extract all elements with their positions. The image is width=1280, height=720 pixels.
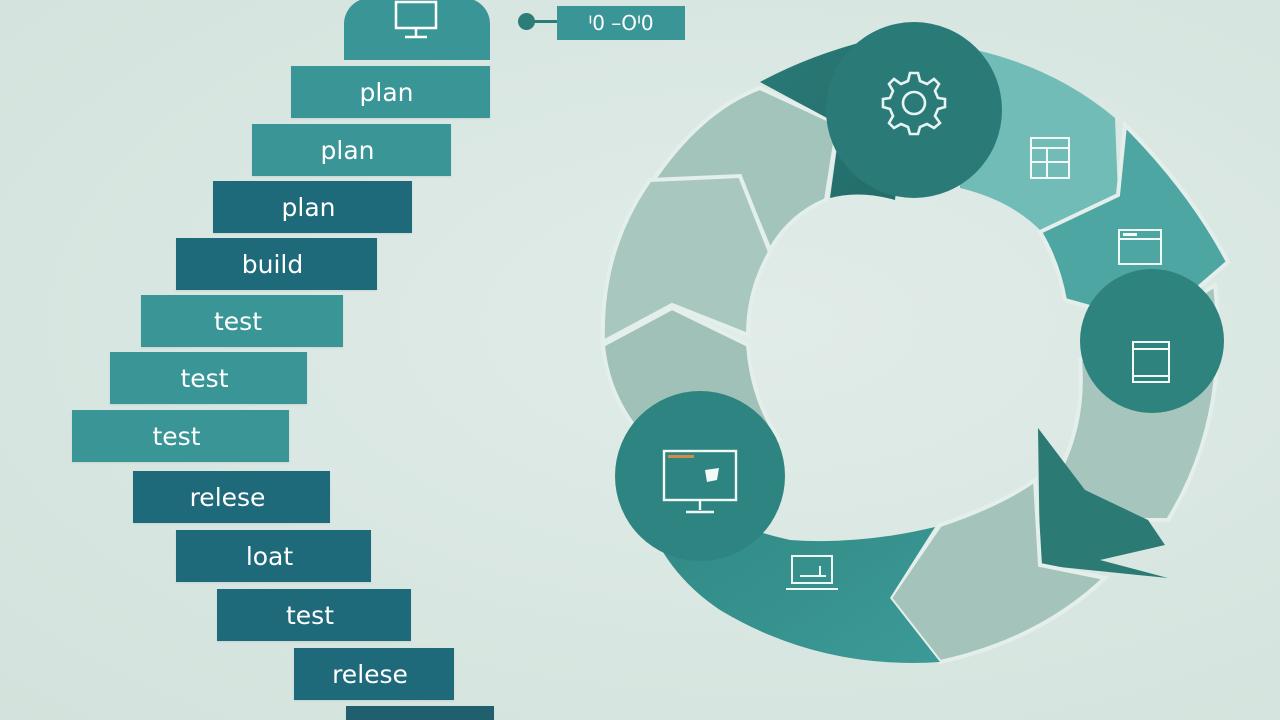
step-5: test — [141, 295, 343, 347]
top-step-tab — [344, 0, 490, 60]
step-11: relese — [294, 648, 454, 700]
step-6: test — [110, 352, 307, 404]
cycle-node-top — [826, 22, 1002, 198]
step-11-label: relese — [332, 659, 408, 689]
cycle-segment-top-left — [646, 85, 841, 255]
cycle-node-bottom-left — [615, 391, 785, 561]
step-1: plan — [291, 66, 490, 118]
step-1-label: plan — [359, 77, 414, 107]
window-grid-icon — [1030, 137, 1070, 179]
monitor-icon-large — [662, 449, 738, 514]
step-4-label: build — [241, 249, 304, 279]
version-label: ᑊ0 –Oᑊ0 — [557, 6, 685, 40]
step-7-label: test — [152, 421, 201, 451]
monitor-icon — [394, 0, 438, 39]
step-5-label: test — [213, 306, 262, 336]
cycle-segment-left — [600, 173, 773, 346]
cycle-segment-bottom — [887, 476, 1110, 665]
connector-line — [527, 20, 559, 23]
laptop-icon — [786, 555, 838, 590]
step-9: loat — [176, 530, 371, 582]
step-10: test — [217, 589, 411, 641]
step-8: relese — [133, 471, 330, 523]
connector-dot — [518, 13, 535, 30]
step-2: plan — [252, 124, 451, 176]
browser-window-icon — [1118, 229, 1162, 265]
step-10-label: test — [285, 600, 334, 630]
step-8-label: relese — [189, 482, 266, 512]
step-3-label: plan — [281, 192, 336, 222]
gear-icon — [881, 71, 947, 136]
step-6-label: test — [180, 363, 229, 393]
cycle-segment-right — [1037, 120, 1231, 328]
tablet-icon — [1132, 341, 1170, 383]
step-7: test — [72, 410, 289, 462]
cycle-segment-bottom-right-arrow — [1038, 428, 1168, 578]
step-3: plan — [213, 181, 412, 233]
step-2-label: plan — [320, 135, 375, 165]
step-12 — [346, 706, 494, 720]
step-9-label: loat — [245, 541, 294, 571]
step-4: build — [176, 238, 377, 290]
